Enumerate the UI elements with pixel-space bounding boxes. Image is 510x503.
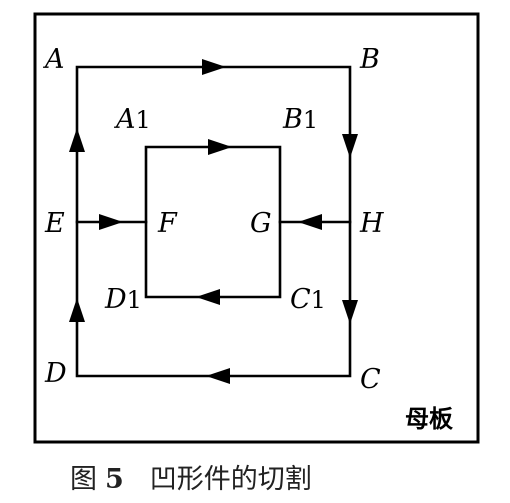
arrow-right-icon — [208, 139, 232, 155]
inner-cut-path — [144, 145, 282, 299]
arrow-left-icon — [298, 214, 322, 230]
board-label: 母板 — [405, 405, 454, 433]
label-point-b1: B1 — [282, 104, 318, 135]
caption-number: 5 — [105, 464, 124, 495]
mother-board-frame — [33, 12, 480, 444]
label-point-c1: C1 — [290, 284, 326, 315]
arrow-left-icon — [206, 368, 230, 384]
label-point-h: H — [359, 208, 384, 239]
caption-prefix: 图 — [70, 464, 97, 495]
arrow-up-icon — [69, 298, 85, 322]
label-point-b: B — [359, 44, 380, 75]
outer-cut-path — [75, 65, 352, 378]
arrow-right-icon — [202, 59, 226, 75]
label-point-d: D — [44, 358, 67, 389]
arrow-right-icon — [99, 214, 123, 230]
label-point-c: C — [360, 364, 381, 395]
label-point-f: F — [157, 208, 178, 239]
label-point-d1: D1 — [104, 284, 142, 315]
label-point-g: G — [250, 208, 272, 239]
label-point-a: A — [42, 44, 65, 75]
arrow-down-icon — [342, 134, 358, 158]
arrow-left-icon — [196, 289, 220, 305]
label-point-e: E — [44, 208, 65, 239]
label-point-a1: A1 — [113, 104, 151, 135]
caption-title: 凹形件的切割 — [150, 464, 312, 495]
arrow-down-icon — [342, 300, 358, 324]
arrow-up-icon — [69, 128, 85, 152]
